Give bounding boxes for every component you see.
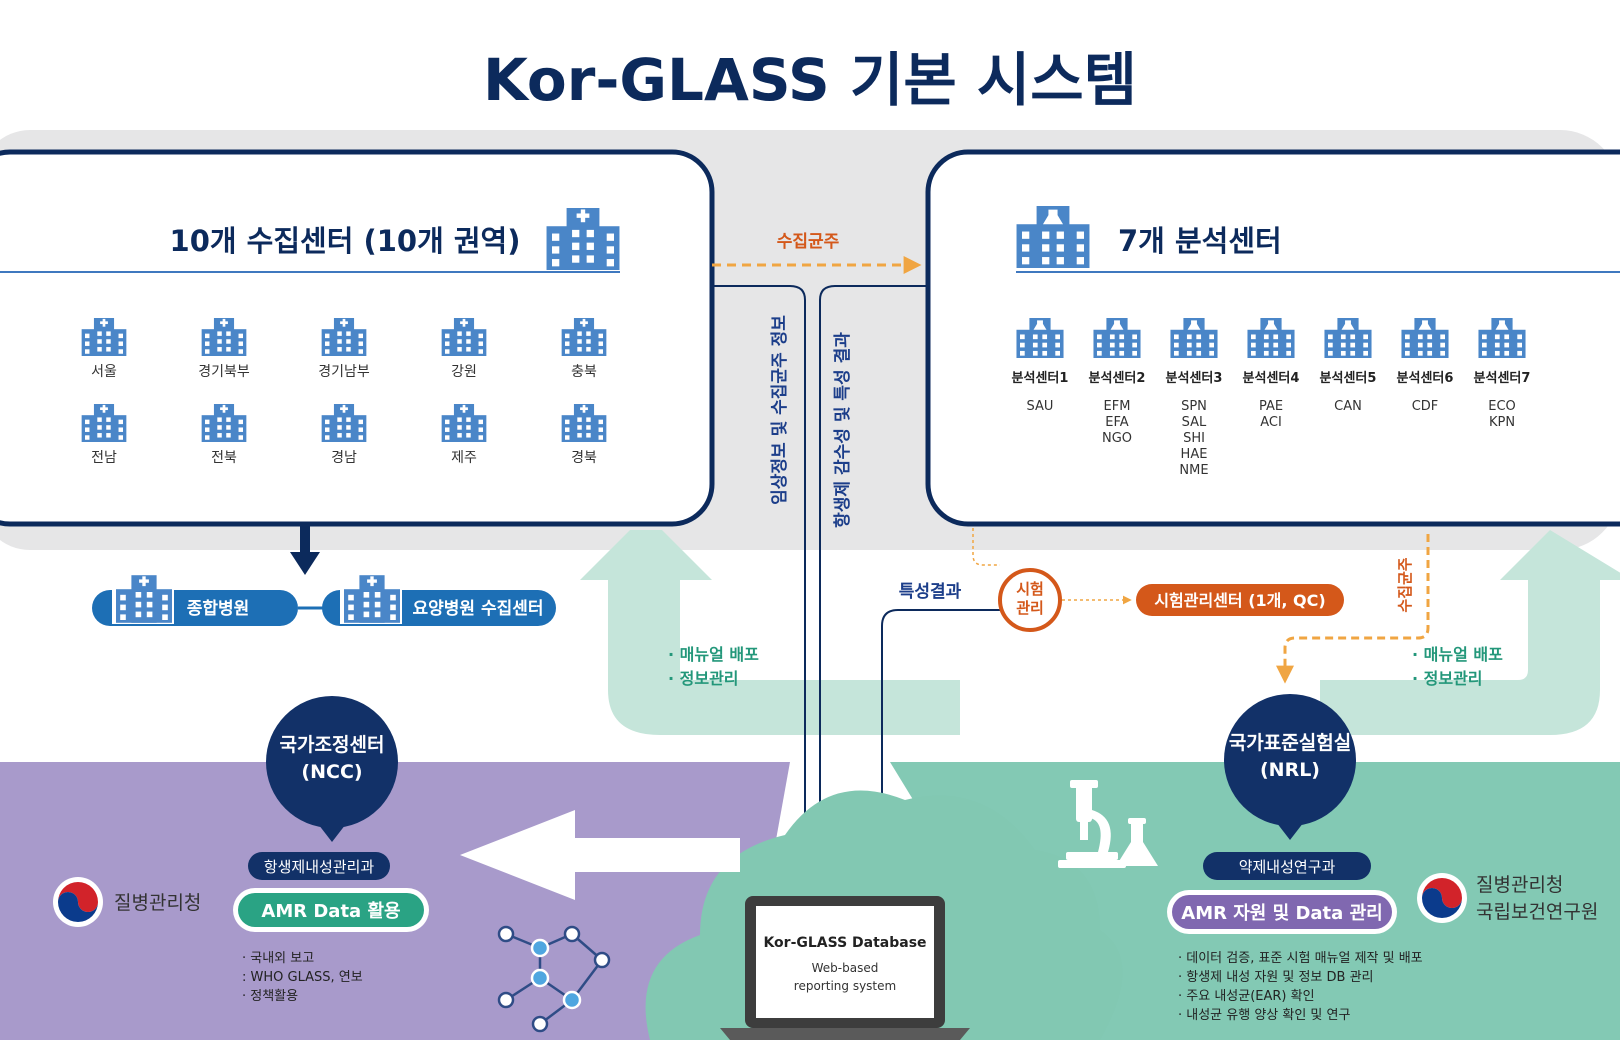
clinical-info-line	[712, 285, 811, 883]
analysis-center-code: HAE	[1181, 447, 1208, 462]
analysis-center-code: SHI	[1183, 431, 1205, 446]
ncc-bullet-1: · 국내외 보고	[242, 951, 314, 966]
test-mgmt-circle	[998, 568, 1062, 632]
analysis-center-name: 분석센터1	[1012, 370, 1069, 386]
nrl-bullet-4: · 내성균 유행 양상 확인 및 연구	[1178, 1007, 1350, 1023]
page-title: Kor-GLASS 기본 시스템	[483, 46, 1137, 114]
kdca-logo-left	[53, 877, 103, 927]
analysis-center-name: 분석센터7	[1474, 370, 1531, 386]
region-label: 전북	[211, 450, 237, 466]
characterization-line	[876, 609, 1000, 883]
nrl-bullet-2: · 항생제 내성 자원 및 정보 DB 관리	[1178, 970, 1374, 985]
test-mgmt-label-line1: 시험	[1016, 580, 1044, 598]
general-hospital-label: 종합병원	[187, 598, 250, 619]
nrl-amr-pill	[1172, 895, 1392, 929]
microscope-icon	[1058, 780, 1126, 868]
analysis-center-name: 분석센터6	[1397, 370, 1454, 386]
flow-label-clinical-info: 임상정보 및 수집균주 정보	[769, 315, 790, 505]
ncc-bullet-3: · 정책활용	[242, 989, 298, 1004]
mint-arrow-right	[1320, 530, 1620, 735]
right-bullet-1: · 매뉴얼 배포	[1412, 645, 1503, 664]
mint-arrow-left	[580, 530, 960, 735]
collection-down-arrowhead	[290, 552, 320, 575]
ncc-dept-label: 항생제내성관리과	[264, 858, 375, 876]
flow-label-characterization: 특성결과	[899, 582, 962, 602]
region-label: 경남	[331, 450, 357, 466]
left-bullet-1: · 매뉴얼 배포	[668, 645, 759, 664]
white-left-arrow	[460, 810, 740, 900]
analysis-center-code: NME	[1179, 463, 1208, 478]
analysis-center-code: SAU	[1027, 399, 1054, 414]
laptop-screen	[756, 906, 934, 1018]
analysis-center-code: CAN	[1334, 399, 1362, 414]
ncc-bullet-2: : WHO GLASS, 연보	[242, 970, 363, 985]
region-label: 경북	[571, 450, 597, 466]
database-title: Kor-GLASS Database	[763, 935, 926, 951]
network-icon	[497, 925, 611, 1033]
kdca-agency-right-line1: 질병관리청	[1476, 874, 1563, 896]
ncc-badge	[266, 696, 398, 828]
region-label: 강원	[451, 364, 477, 380]
ncc-name-line2: (NCC)	[301, 761, 362, 783]
analysis-center-name: 분석센터2	[1089, 370, 1146, 386]
laptop-base	[720, 1028, 970, 1040]
flow-label-isolate-top: 수집균주	[777, 232, 840, 252]
nrl-name-line1: 국가표준실험실	[1229, 732, 1351, 754]
analysis-center-code: ACI	[1260, 415, 1282, 430]
nursing-hospital-label: 요양병원 수집센터	[412, 599, 543, 619]
nrl-bullet-1: · 데이터 검증, 표준 시험 매뉴얼 제작 및 배포	[1178, 951, 1423, 966]
ncc-amr-pill	[238, 893, 424, 927]
analysis-center-name: 분석센터3	[1166, 370, 1223, 386]
analysis-title: 7개 분석센터	[1118, 224, 1282, 258]
right-bullet-2: · 정보관리	[1412, 669, 1483, 688]
analysis-center-name: 분석센터5	[1320, 370, 1377, 386]
database-sub1: Web-based	[812, 961, 879, 975]
database-sub2: reporting system	[794, 979, 896, 993]
analysis-to-test-dots	[972, 528, 1000, 566]
region-label: 경기남부	[318, 364, 370, 380]
analysis-center-name: 분석센터4	[1243, 370, 1300, 386]
analysis-center-code: PAE	[1259, 399, 1283, 414]
analysis-center-code: EFM	[1104, 399, 1131, 414]
analysis-center-code: SAL	[1182, 415, 1207, 430]
region-label: 충북	[571, 364, 597, 380]
ncc-dept-pill	[248, 852, 390, 880]
analysis-center-code: ECO	[1488, 399, 1516, 414]
left-bullet-2: · 정보관리	[668, 669, 739, 688]
region-label: 제주	[451, 450, 477, 466]
analysis-center-code: SPN	[1181, 399, 1207, 414]
nrl-bullet-3: · 주요 내성균(EAR) 확인	[1178, 989, 1315, 1004]
kdca-agency-left: 질병관리청	[114, 892, 201, 914]
region-label: 전남	[91, 450, 117, 466]
region-label: 경기북부	[198, 364, 250, 380]
test-mgmt-label-line2: 관리	[1016, 599, 1044, 617]
flask-icon	[1116, 818, 1158, 866]
nrl-dept-pill	[1203, 852, 1371, 880]
collection-title: 10개 수집센터 (10개 권역)	[170, 224, 521, 258]
analysis-center-code: EFA	[1105, 415, 1128, 430]
nrl-name-line2: (NRL)	[1260, 759, 1320, 781]
test-center-label: 시험관리센터 (1개, QC)	[1154, 591, 1325, 610]
analysis-center-code: KPN	[1489, 415, 1515, 430]
collection-down-stem	[300, 526, 310, 554]
ncc-name-line1: 국가조정센터	[280, 734, 385, 756]
susceptibility-line	[814, 285, 928, 883]
nrl-badge	[1224, 694, 1356, 826]
kdca-agency-right-line2: 국립보건연구원	[1476, 901, 1598, 923]
flow-label-isolate-right: 수집균주	[1396, 557, 1414, 612]
kdca-logo-right	[1417, 873, 1467, 923]
test-center-pill	[1136, 584, 1344, 616]
isolate-to-nrl-arrow	[1276, 534, 1430, 684]
nrl-dept-label: 약제내성연구과	[1239, 858, 1336, 876]
ncc-amr-label: AMR Data 활용	[261, 901, 400, 922]
region-label: 서울	[91, 364, 117, 380]
analysis-center-code: CDF	[1412, 399, 1439, 414]
flow-label-susceptibility: 항생제 감수성 및 특성 결과	[832, 332, 853, 528]
nrl-amr-label: AMR 자원 및 Data 관리	[1181, 903, 1382, 924]
analysis-center-code: NGO	[1102, 431, 1132, 446]
